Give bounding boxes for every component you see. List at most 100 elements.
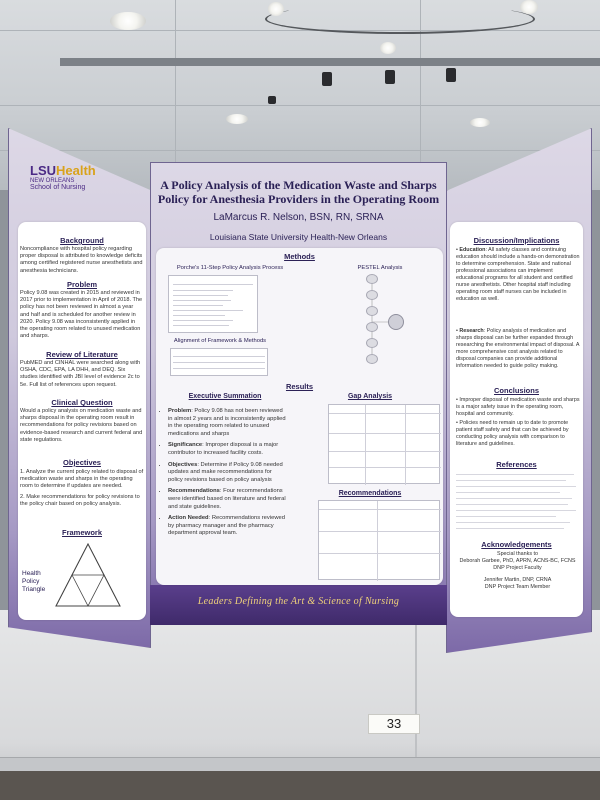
porche-label: Porche's 11-Step Policy Analysis Process xyxy=(176,265,284,271)
exec-item-term: Problem xyxy=(168,408,192,414)
logo-wordmark: LSUHealth xyxy=(30,164,110,177)
exec-item-text: : Four recommendations were identified b… xyxy=(168,488,286,510)
floor xyxy=(0,771,600,800)
table-row-line xyxy=(173,325,229,326)
pendant-light xyxy=(380,42,396,54)
research-text: : Policy analysis of medication and shar… xyxy=(456,328,580,369)
table-row-line xyxy=(173,300,231,301)
pendant-light xyxy=(268,2,284,16)
exec-item-term: Recommendations xyxy=(168,488,220,495)
ceiling-grid-line xyxy=(0,30,600,31)
table-column-line xyxy=(365,405,366,485)
table-row-line xyxy=(173,368,265,369)
gap-analysis-table xyxy=(328,404,441,485)
framework-diagram-box xyxy=(52,540,124,610)
gap-analysis-heading: Gap Analysis xyxy=(347,393,393,400)
pestel-node-economic xyxy=(366,290,378,300)
background-heading: Background xyxy=(60,236,104,245)
pestel-node-legal xyxy=(366,354,378,364)
exec-item-term: Significance xyxy=(168,442,203,449)
ack-line-2: Deborah Garbee, PhD, APRN, ACNS-BC, FCNS xyxy=(459,558,576,564)
exec-item-term: Action Needed xyxy=(168,515,209,522)
poster-author: LaMarcus R. Nelson, BSN, RN, SRNA xyxy=(213,212,384,223)
pestel-node-environmental xyxy=(366,338,378,348)
pestel-node-technological xyxy=(366,322,378,332)
pestel-label: PESTEL Analysis xyxy=(357,265,403,271)
exec-item: Action Needed: Recommendations reviewed … xyxy=(168,515,288,538)
results-heading: Results xyxy=(285,382,314,391)
table-number-card: 33 xyxy=(368,714,420,734)
reference-line xyxy=(456,480,566,481)
ceiling-grid-line xyxy=(175,0,176,190)
table-row-line xyxy=(329,433,441,434)
conclusion-1: • Improper disposal of medication waste … xyxy=(456,397,580,417)
table-row-line xyxy=(173,362,265,363)
right-content-card xyxy=(450,222,583,617)
health-policy-triangle-icon xyxy=(55,542,121,607)
poster-tagline: Leaders Defining the Art & Science of Nu… xyxy=(197,596,400,607)
methods-heading: Methods xyxy=(284,252,315,261)
education-term: Education xyxy=(459,247,486,253)
reference-line xyxy=(456,522,570,523)
reference-line xyxy=(456,528,564,529)
lsu-health-logo: LSUHealth NEW ORLEANS School of Nursing xyxy=(30,164,110,191)
table-column-line xyxy=(405,405,406,485)
ceiling xyxy=(0,0,600,190)
table-row-line xyxy=(173,284,253,285)
table-row-line xyxy=(173,320,233,321)
table-row-line xyxy=(319,531,441,532)
table-row-line xyxy=(173,315,225,316)
logo-lsu: LSU xyxy=(30,163,56,178)
exec-item: Significance: Improper disposal is a maj… xyxy=(168,442,288,457)
poster-footer-band xyxy=(150,585,447,625)
reference-line xyxy=(456,486,576,487)
recommendations-table xyxy=(318,500,441,581)
pestel-diagram xyxy=(350,272,410,372)
conclusion-2-text: Policies need to remain up to date to pr… xyxy=(456,420,569,447)
research-paragraph: • Research: Policy analysis of medicatio… xyxy=(456,328,580,369)
ceiling-light xyxy=(470,118,490,127)
objective-2: 2. Make recommendations for policy revis… xyxy=(20,494,140,508)
pestel-node-political xyxy=(366,274,378,284)
ceiling-grid-line xyxy=(420,0,421,190)
logo-school: School of Nursing xyxy=(30,184,86,191)
alignment-table xyxy=(170,348,268,376)
exec-item: Objectives: Determine if Policy 9.08 nee… xyxy=(168,462,288,485)
track-light xyxy=(268,96,276,104)
ceiling-grid-line xyxy=(0,105,600,106)
review-heading: Review of Literature xyxy=(46,350,118,359)
objective-1: 1. Analyze the current policy related to… xyxy=(20,469,144,490)
porche-steps-table xyxy=(168,275,258,333)
ceiling-light xyxy=(226,114,248,124)
poster-title: A Policy Analysis of the Medication Wast… xyxy=(157,178,440,206)
ceiling-grid-line xyxy=(0,150,600,151)
exec-summation-list: Problem: Policy 9.08 has not been review… xyxy=(168,408,288,538)
table-row-line xyxy=(173,310,243,311)
table-edge xyxy=(0,757,600,771)
track-light xyxy=(322,72,332,86)
conclusion-2: • Policies need to remain up to date to … xyxy=(456,420,569,447)
ack-line-3: DNP Project Faculty xyxy=(493,565,542,571)
discussion-heading: Discussion/Implications xyxy=(473,236,560,245)
ack-line-5: DNP Project Team Member xyxy=(484,584,551,590)
question-heading: Clinical Question xyxy=(51,398,113,407)
table-row-line xyxy=(173,356,265,357)
objectives-heading: Objectives xyxy=(63,458,101,467)
exec-item-text: : Determine if Policy 9.08 needed update… xyxy=(168,461,283,483)
table-column-line xyxy=(377,501,378,581)
education-paragraph: • Education: All safety classes and cont… xyxy=(456,247,580,302)
table-row-line xyxy=(173,305,223,306)
table-seam xyxy=(415,610,417,760)
reference-line xyxy=(456,498,572,499)
table-row-line xyxy=(329,413,441,414)
conclusion-1-text: Improper disposal of medication waste an… xyxy=(456,397,580,417)
ack-line-1: Special thanks to xyxy=(496,551,539,557)
reference-line xyxy=(456,504,568,505)
logo-location: NEW ORLEANS xyxy=(30,178,75,184)
reference-line xyxy=(456,516,556,517)
table-row-line xyxy=(173,290,233,291)
table-row-line xyxy=(319,509,441,510)
exec-item-term: Objectives xyxy=(168,461,198,468)
acknowledgements-heading: Acknowledgements xyxy=(481,540,552,549)
pestel-hub-node xyxy=(388,314,404,330)
